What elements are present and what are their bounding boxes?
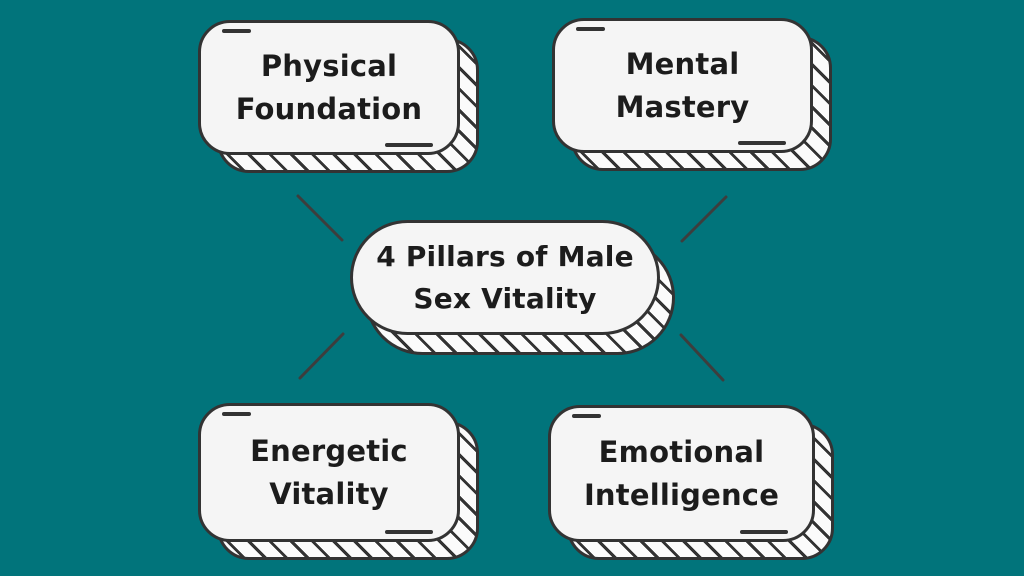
pillar-card-energetic-vitality: Energetic Vitality [198, 403, 479, 560]
pillar-label: Emotional Intelligence [584, 431, 779, 515]
decorative-dash-bottom-right [738, 141, 786, 145]
card-face: Emotional Intelligence [548, 405, 815, 542]
connector-top-left [296, 194, 344, 242]
pillar-label-line2: Intelligence [583, 477, 780, 512]
diagram-title: 4 Pillars of Male Sex Vitality [376, 236, 634, 320]
pillar-label-line1: Mental [625, 47, 740, 82]
pillar-label-line2: Foundation [235, 91, 423, 126]
decorative-dash-top-left [576, 27, 605, 31]
card-face: 4 Pillars of Male Sex Vitality [350, 220, 660, 335]
pillar-label: Mental Mastery [616, 43, 750, 127]
decorative-dash-bottom-right [385, 143, 433, 147]
connector-bottom-left [298, 332, 345, 380]
card-face: Mental Mastery [552, 18, 813, 153]
pillar-label: Physical Foundation [236, 45, 423, 129]
diagram-title-line1: 4 Pillars of Male [376, 239, 634, 273]
decorative-dash-top-left [572, 414, 601, 418]
card-face: Physical Foundation [198, 20, 460, 155]
decorative-dash-top-left [222, 29, 251, 33]
pillar-label-line2: Mastery [615, 89, 750, 124]
pillar-label-line1: Energetic [250, 434, 408, 469]
center-title-pill: 4 Pillars of Male Sex Vitality [350, 220, 675, 355]
decorative-dash-bottom-right [740, 530, 788, 534]
pillar-card-physical-foundation: Physical Foundation [198, 20, 479, 173]
card-face: Energetic Vitality [198, 403, 460, 542]
pillar-card-mental-mastery: Mental Mastery [552, 18, 832, 171]
pillar-label-line2: Vitality [269, 476, 389, 511]
pillar-label: Energetic Vitality [250, 430, 408, 514]
decorative-dash-top-left [222, 412, 251, 416]
pillar-card-emotional-intelligence: Emotional Intelligence [548, 405, 834, 560]
pillar-label-line1: Physical [260, 49, 398, 84]
connector-top-right [680, 195, 728, 243]
decorative-dash-bottom-right [385, 530, 433, 534]
pillar-label-line1: Emotional [598, 435, 765, 470]
connector-bottom-right [679, 333, 725, 382]
diagram-title-line2: Sex Vitality [413, 281, 597, 315]
